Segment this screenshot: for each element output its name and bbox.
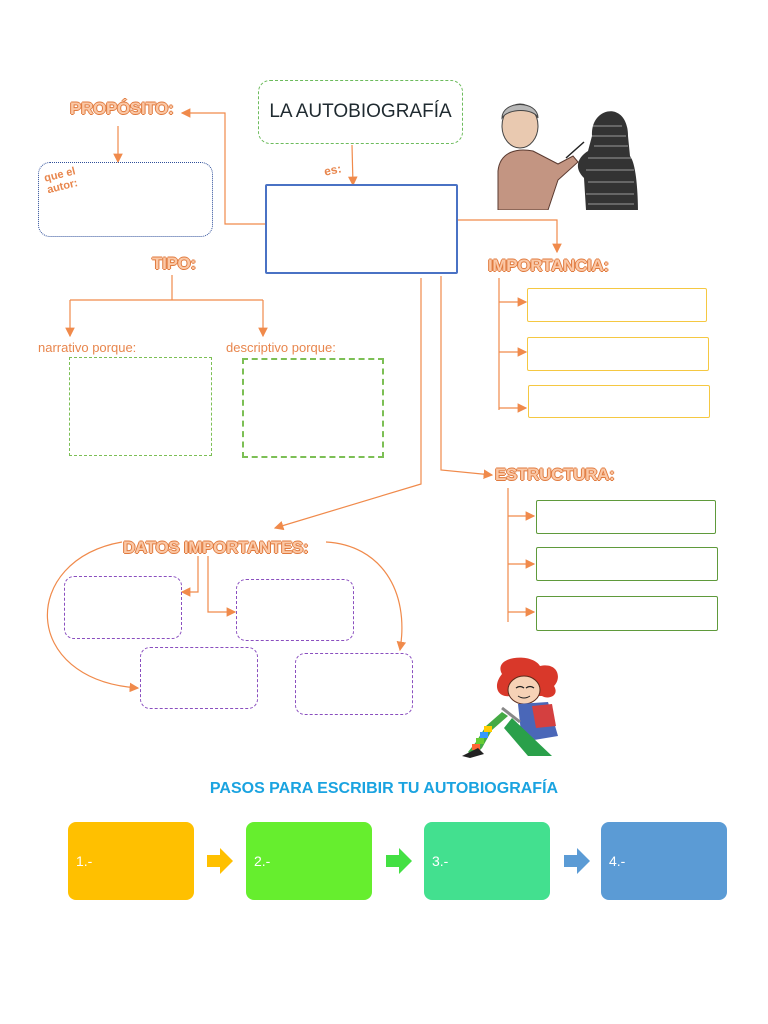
child-writing-illustration xyxy=(462,657,558,758)
datos-box-2 xyxy=(236,579,354,641)
step-3-box: 3.- xyxy=(424,822,550,900)
title-box: LA AUTOBIOGRAFÍA xyxy=(258,80,463,144)
step-arrow-2-icon xyxy=(386,848,412,874)
importancia-box-1 xyxy=(527,288,707,322)
step-arrow-1-icon xyxy=(207,848,233,874)
step-4-label: 4.- xyxy=(609,853,626,869)
step-3-label: 3.- xyxy=(432,853,449,869)
writer-illustration xyxy=(488,96,638,210)
tipo-title: TIPO: xyxy=(152,254,196,273)
definition-box xyxy=(265,184,458,274)
proposito-title: PROPÓSITO: xyxy=(70,99,174,118)
estructura-box-2 xyxy=(536,547,718,581)
importancia-title: IMPORTANCIA: xyxy=(488,256,609,275)
proposito-box: que el autor: xyxy=(38,162,213,237)
pasos-title: PASOS PARA ESCRIBIR TU AUTOBIOGRAFÍA xyxy=(209,780,559,797)
datos-box-4 xyxy=(295,653,413,715)
datos-box-3 xyxy=(140,647,258,709)
narrativo-box xyxy=(69,357,212,456)
step-1-box: 1.- xyxy=(68,822,194,900)
datos-title: DATOS IMPORTANTES: xyxy=(123,538,309,557)
descriptivo-label: descriptivo porque: xyxy=(226,340,336,355)
narrativo-label: narrativo porque: xyxy=(38,340,137,355)
estructura-title: ESTRUCTURA: xyxy=(495,465,615,484)
step-arrow-3-icon xyxy=(564,848,590,874)
step-1-label: 1.- xyxy=(76,853,93,869)
importancia-box-3 xyxy=(528,385,710,418)
importancia-box-2 xyxy=(527,337,709,371)
estructura-box-3 xyxy=(536,596,718,631)
descriptivo-box xyxy=(242,358,384,458)
step-4-box: 4.- xyxy=(601,822,727,900)
step-2-box: 2.- xyxy=(246,822,372,900)
proposito-text: que el autor: xyxy=(43,165,80,197)
datos-box-1 xyxy=(64,576,182,639)
step-2-label: 2.- xyxy=(254,853,271,869)
page-title: LA AUTOBIOGRAFÍA xyxy=(269,101,452,122)
estructura-box-1 xyxy=(536,500,716,534)
